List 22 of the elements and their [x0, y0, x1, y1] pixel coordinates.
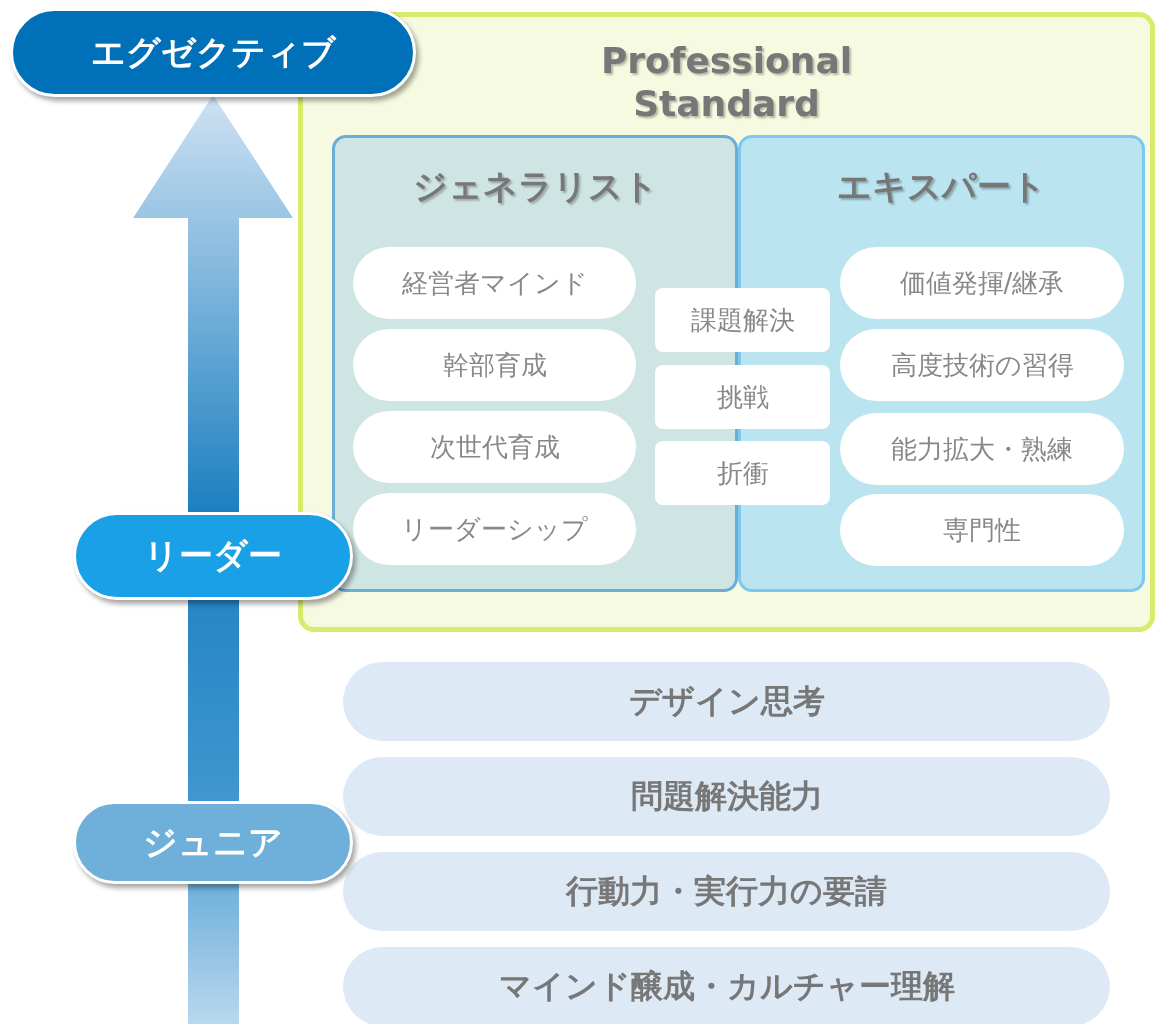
- standard-panel: [298, 12, 1155, 632]
- panel-heading: ジェネラリスト: [411, 166, 659, 207]
- foundation-bar: 問題解決能力: [343, 757, 1110, 836]
- skill-pill: 能力拡大・熟練: [840, 413, 1124, 485]
- shared-skill-box: 課題解決: [655, 288, 830, 352]
- shared-skill-box: 折衝: [655, 441, 830, 505]
- panel-heading: エキスパート: [836, 166, 1047, 207]
- skill-pill: 価値発揮/継承: [840, 247, 1124, 319]
- skill-pill: 次世代育成: [353, 411, 636, 483]
- skill-pill: 経営者マインド: [353, 247, 636, 319]
- skill-pill: 専門性: [840, 494, 1124, 566]
- foundation-bar: マインド醸成・カルチャー理解: [343, 947, 1110, 1024]
- level-pill: リーダー: [73, 512, 353, 600]
- shared-skill-box: 挑戦: [655, 365, 830, 429]
- foundation-bar: 行動力・実行力の要請: [343, 852, 1110, 931]
- level-pill: エグゼクティブ: [10, 8, 416, 97]
- panel-heading: Professional Standard: [599, 39, 854, 126]
- foundation-bar: デザイン思考: [343, 662, 1110, 741]
- skill-pill: リーダーシップ: [353, 493, 636, 565]
- skill-pill: 幹部育成: [353, 329, 636, 401]
- skill-pill: 高度技術の習得: [840, 329, 1124, 401]
- level-pill: ジュニア: [73, 801, 353, 884]
